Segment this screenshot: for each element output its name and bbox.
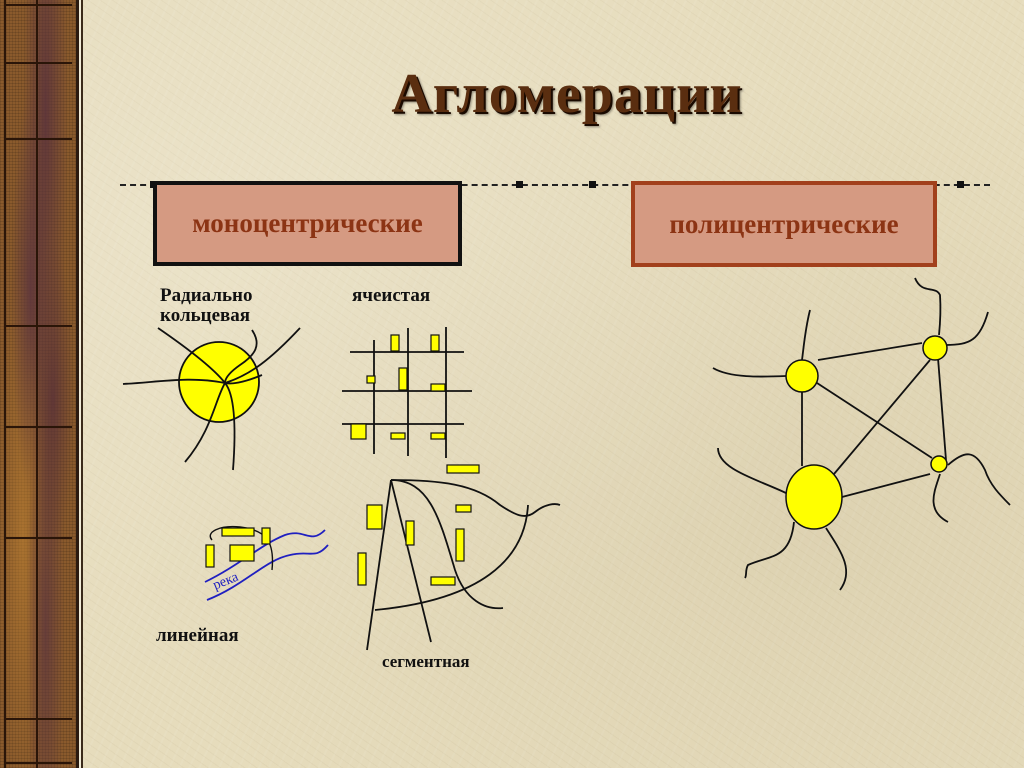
monocentric-box[interactable]: моноцентрические (153, 181, 462, 266)
linear-label: линейная (156, 625, 239, 646)
selection-handle[interactable] (589, 181, 596, 188)
radial-ring-label: Радиально кольцевая (160, 285, 253, 326)
monocentric-label: моноцентрические (192, 208, 423, 238)
cellular-label: ячеистая (352, 285, 431, 306)
linear-diagram (204, 525, 329, 601)
segment-diagram (357, 464, 561, 651)
segment-label: сегментная (382, 652, 470, 671)
radial-ring-diagram (122, 327, 301, 471)
polycentric-network-diagram (712, 277, 1011, 591)
selection-dashed-line (120, 184, 990, 186)
slide-title: Агломерации (391, 63, 743, 125)
selection-handle[interactable] (516, 181, 523, 188)
polycentric-box[interactable]: полицентрические (631, 181, 937, 267)
polycentric-label: полицентрические (669, 208, 899, 239)
decorative-sidebar (0, 0, 79, 768)
selection-handle[interactable] (957, 181, 964, 188)
cellular-diagram (342, 327, 472, 458)
